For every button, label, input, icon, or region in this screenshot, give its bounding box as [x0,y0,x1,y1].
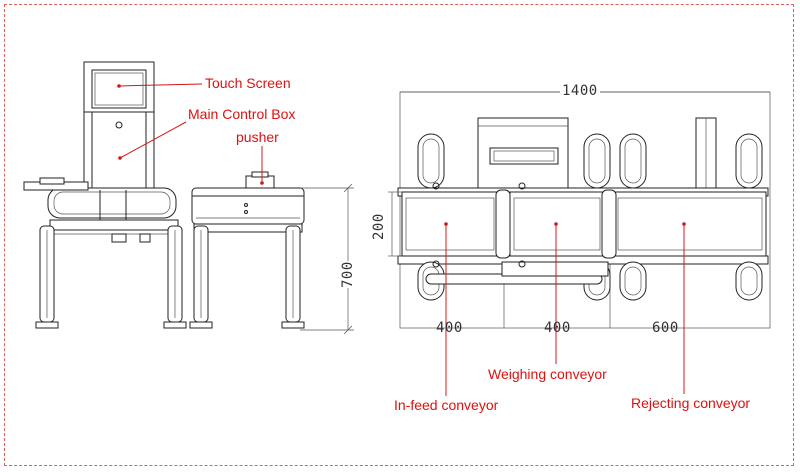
diagram-border [4,4,794,466]
top-view [388,91,771,329]
side-foot-1 [35,321,59,329]
label-infeed-conveyor: In-feed conveyor [394,397,499,413]
dim-total-length: 1400 [560,83,600,99]
label-touch-screen: Touch Screen [205,75,291,91]
top-infeed-belt [401,191,499,257]
dim-rejecting-length: 600 [652,320,679,336]
side-belt-left [47,187,177,219]
pusher-shape [245,175,275,189]
dim-weighing-length: 400 [544,320,571,336]
dim-belt-width: 200 [371,213,387,240]
side-frame-beam-left [49,219,179,231]
label-main-control-box: Main Control Box [188,106,296,122]
side-foot-2 [163,321,187,329]
top-rejecting-belt [613,191,767,257]
side-view [23,61,354,335]
callout-leaders [117,83,686,396]
label-weighing-conveyor: Weighing conveyor [488,366,607,382]
touch-screen-shape [91,69,147,109]
label-pusher: pusher [236,129,279,145]
label-rejecting-conveyor: Rejecting conveyor [631,395,751,411]
side-belt-right [191,187,305,225]
dim-height: 700 [340,261,356,288]
dim-infeed-length: 400 [436,320,463,336]
